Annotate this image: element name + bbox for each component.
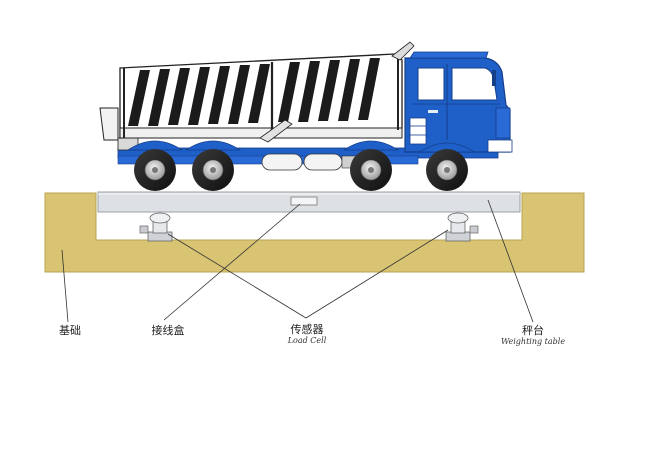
leader-weighing-table [487,199,534,323]
dump-truck [99,41,513,191]
load-cell-left [139,212,173,242]
label-junction-box: 接线盒 [151,324,185,337]
load-cell-right [445,212,479,242]
dump-body-stripes [128,58,380,126]
wheel [192,149,234,191]
leader-load-cell-left [167,233,307,319]
label-weighing-table-en: Weighting table [500,337,566,346]
label-load-cell-en: Load Cell [287,336,327,345]
leader-foundation [61,249,69,323]
wheel [350,149,392,191]
leader-load-cell-right [305,229,449,319]
label-weighing-table-zh: 秤台 [522,324,544,337]
label-load-cell-zh: 传感器 [290,323,324,336]
cab-front-window [451,67,498,101]
label-foundation: 基础 [59,324,81,337]
foundation [44,192,585,273]
wheel [134,149,176,191]
junction-box [290,196,318,206]
leader-junction-box [163,203,301,321]
cab-side-window [417,67,445,101]
wheel [426,149,468,191]
leader-lines [61,199,534,323]
